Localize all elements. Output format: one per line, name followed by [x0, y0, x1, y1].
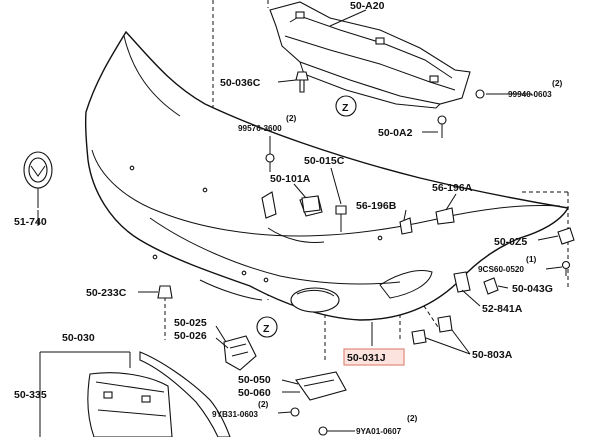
z-marker-upper: Z	[342, 102, 349, 114]
part-labels: 50-A20 50-036C (2) 99940-0603 50-0A2 (2)…	[14, 0, 563, 436]
qty-9YB31-0603: (2)	[258, 399, 269, 409]
label-9YA01-0607: 9YA01-0607	[356, 427, 402, 436]
label-50-060: 50-060	[238, 387, 271, 399]
emblem	[23, 151, 53, 208]
qty-9CS60-0520: (1)	[526, 254, 537, 264]
label-50-030: 50-030	[62, 332, 95, 344]
label-50-025: 50-025	[174, 317, 207, 329]
label-99576-3600: 99576-3600	[238, 124, 282, 133]
label-50-015C: 50-015C	[304, 155, 345, 167]
qty-99576-3600: (2)	[286, 113, 297, 123]
label-50-043G: 50-043G	[512, 283, 553, 295]
label-50-0A2: 50-0A2	[378, 127, 413, 139]
leader-lines	[37, 9, 563, 432]
label-50-335: 50-335	[14, 389, 47, 401]
z-marker-lower: Z	[263, 323, 270, 335]
label-50-803A: 50-803A	[472, 349, 513, 361]
label-50-026: 50-026	[174, 330, 207, 342]
label-51-740: 51-740	[14, 216, 47, 228]
label-56-196B: 56-196B	[356, 200, 397, 212]
qty-9YA01-0607: (2)	[407, 413, 418, 423]
qty-99940-0603: (2)	[552, 78, 563, 88]
fasteners	[157, 71, 575, 436]
label-50-031J: 50-031J	[347, 352, 386, 364]
label-50-0Z5: 50-0Z5	[494, 236, 527, 248]
label-52-841A: 52-841A	[482, 303, 523, 315]
plate-bracket	[87, 351, 231, 437]
highlight-box	[343, 348, 405, 366]
label-50-A20: 50-A20	[350, 0, 385, 12]
label-50-233C: 50-233C	[86, 287, 127, 299]
label-99940-0603: 99940-0603	[508, 90, 552, 99]
label-50-036C: 50-036C	[220, 77, 261, 89]
label-50-101A: 50-101A	[270, 173, 311, 185]
plate-bracket-group-lines	[39, 351, 131, 437]
label-9YB31-0603: 9YB31-0603	[212, 410, 258, 419]
bumper-cover	[84, 30, 570, 321]
label-56-196A: 56-196A	[432, 182, 473, 194]
label-9CS60-0520: 9CS60-0520	[478, 265, 524, 274]
label-50-050: 50-050	[238, 374, 271, 386]
